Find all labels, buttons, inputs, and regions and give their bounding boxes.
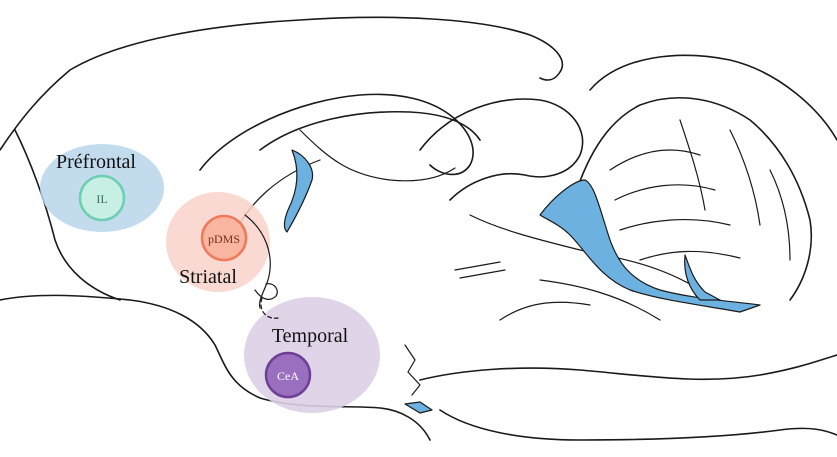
cortex-outline [0, 17, 562, 150]
midbrain-line-2 [460, 270, 505, 278]
il-label: IL [96, 192, 107, 206]
striatal-region: pDMS Striatal [166, 192, 270, 292]
prefrontal-title: Préfrontal [56, 151, 136, 173]
third-ventricle [540, 180, 760, 312]
fornix [420, 99, 583, 200]
prefrontal-region: Préfrontal IL [40, 144, 164, 232]
temporal-title: Temporal [272, 325, 349, 347]
brainstem-contour [420, 355, 837, 380]
midbrain-line-1 [455, 262, 500, 270]
cea-label: CeA [277, 369, 299, 383]
pdms-label: pDMS [208, 232, 240, 246]
midbrain-line-4 [500, 302, 590, 320]
aqueduct [405, 402, 432, 413]
corpus-callosum [260, 112, 480, 150]
striatal-title: Striatal [179, 266, 237, 288]
fourth-ventricle [685, 255, 720, 300]
pons [440, 410, 837, 440]
lateral-ventricle [284, 150, 312, 232]
hypothalamus-squiggle [405, 345, 420, 395]
fold-inner [300, 130, 455, 181]
hippocampus-fold [200, 94, 473, 174]
